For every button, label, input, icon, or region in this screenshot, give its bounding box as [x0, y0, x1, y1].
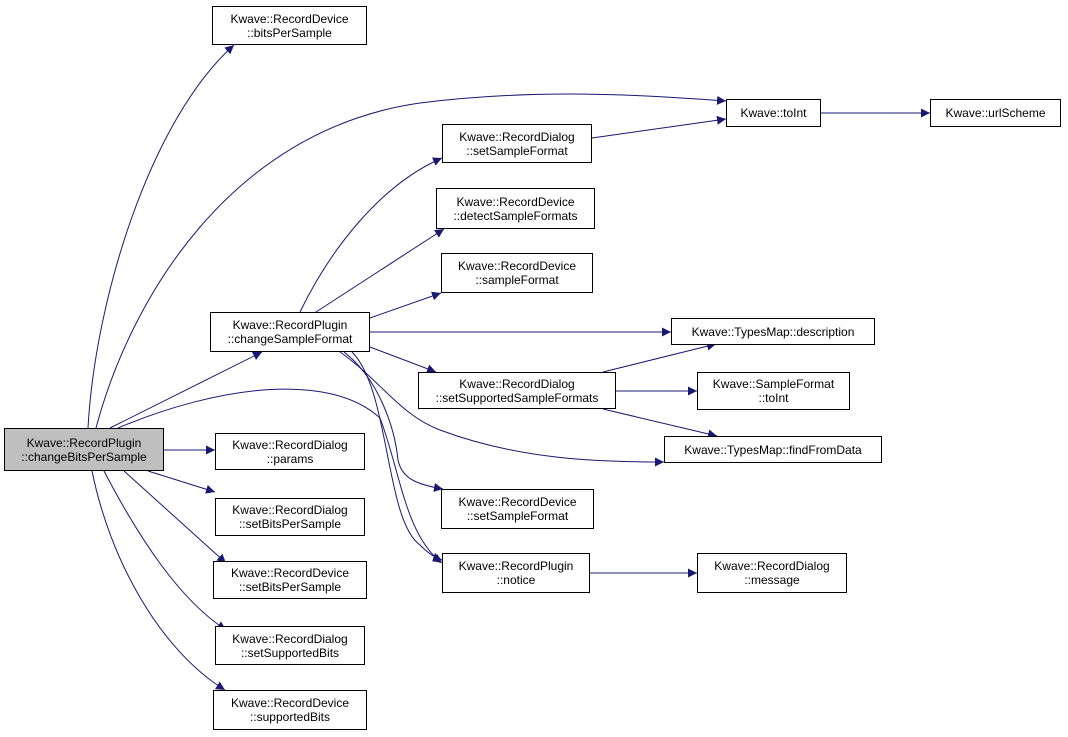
edge-rdlg-sssf-to-tm-desc: [602, 341, 717, 373]
node-urlscheme[interactable]: Kwave::urlScheme: [930, 99, 1061, 127]
node-label-line2: ::setSampleFormat: [466, 509, 569, 523]
node-label-line2: ::supportedBits: [249, 710, 331, 724]
node-rdlg-params[interactable]: Kwave::RecordDialog::params: [215, 433, 365, 470]
node-rd-bps[interactable]: Kwave::RecordDevice::bitsPerSample: [212, 6, 367, 45]
node-label-line2: ::params: [266, 451, 314, 466]
node-label-line2: ::changeBitsPerSample: [21, 449, 147, 464]
edge-root-to-rdlg-ssb: [103, 470, 227, 631]
node-rdlg-ssf[interactable]: Kwave::RecordDialog::setSampleFormat: [442, 124, 592, 163]
node-label-line2: ::notice: [496, 573, 536, 587]
edge-rp-csf-to-rd-sf: [369, 291, 442, 319]
edge-root-to-rd-sb: [91, 470, 226, 691]
node-rp-notice[interactable]: Kwave::RecordPlugin::notice: [442, 553, 590, 593]
edge-rp-csf-to-tm-ffd: [339, 351, 665, 467]
node-label-line2: ::setSupportedSampleFormats: [435, 390, 599, 405]
edge-rp-csf-to-rd-dsf: [315, 228, 445, 313]
node-rdlg-msg[interactable]: Kwave::RecordDialog::message: [697, 553, 847, 593]
edge-rdlg-sssf-to-tm-ffd: [602, 408, 718, 439]
node-label-line1: Kwave::RecordDialog: [714, 559, 830, 573]
node-label-line2: ::bitsPerSample: [247, 25, 332, 40]
edge-root-to-rd-sbps: [123, 470, 227, 564]
node-label-line2: ::setBitsPerSample: [238, 580, 342, 594]
node-rdlg-sbps[interactable]: Kwave::RecordDialog::setBitsPerSample: [215, 498, 365, 536]
edge-root-to-rdlg-sbps: [147, 470, 216, 494]
node-rd-sb[interactable]: Kwave::RecordDevice::supportedBits: [213, 690, 367, 730]
node-label-line1: Kwave::TypesMap::description: [691, 324, 855, 339]
node-label-line1: Kwave::RecordDevice: [458, 495, 577, 509]
node-label-line1: Kwave::RecordDevice: [230, 696, 350, 710]
node-label-line2: ::toInt: [758, 391, 789, 405]
node-label-line1: Kwave::TypesMap::findFromData: [684, 442, 862, 457]
edge-rp-csf-to-rdlg-ssf: [299, 157, 443, 313]
node-label-line1: Kwave::RecordPlugin: [26, 435, 142, 450]
edge-root-to-rp-notice: [117, 388, 443, 564]
node-rd-ssf[interactable]: Kwave::RecordDevice::setSampleFormat: [441, 489, 594, 529]
node-rd-sf[interactable]: Kwave::RecordDevice::sampleFormat: [441, 253, 593, 293]
node-label-line2: ::detectSampleFormats: [453, 208, 578, 223]
node-rp-csf[interactable]: Kwave::RecordPlugin::changeSampleFormat: [210, 312, 370, 352]
node-rd-dsf[interactable]: Kwave::RecordDevice::detectSampleFormats: [436, 188, 595, 229]
node-label-line1: Kwave::urlScheme: [945, 106, 1046, 120]
node-label-line1: Kwave::RecordDialog: [459, 376, 575, 391]
node-tm-ffd[interactable]: Kwave::TypesMap::findFromData: [664, 436, 882, 463]
node-rdlg-ssb[interactable]: Kwave::RecordDialog::setSupportedBits: [215, 626, 365, 665]
node-label-line2: ::message: [744, 573, 800, 587]
node-label-line2: ::setSampleFormat: [466, 143, 568, 158]
node-rd-sbps[interactable]: Kwave::RecordDevice::setBitsPerSample: [213, 561, 367, 599]
node-label-line1: Kwave::RecordPlugin: [232, 318, 348, 332]
node-label-line1: Kwave::RecordDialog: [232, 503, 348, 517]
node-label-line1: Kwave::SampleFormat: [712, 377, 835, 391]
node-label-line1: Kwave::RecordDialog: [232, 631, 348, 646]
edge-root-to-rp-csf: [109, 351, 263, 429]
node-label-line1: Kwave::RecordDialog: [232, 437, 348, 452]
edge-rdlg-ssf-to-toint: [591, 115, 727, 139]
node-label-line2: ::setBitsPerSample: [238, 517, 342, 531]
node-label-line1: Kwave::RecordDevice: [456, 194, 575, 209]
node-root[interactable]: Kwave::RecordPlugin::changeBitsPerSample: [4, 428, 164, 471]
node-sf-toint[interactable]: Kwave::SampleFormat::toInt: [697, 372, 850, 410]
node-label-line1: Kwave::RecordDevice: [457, 259, 577, 273]
node-label-line1: Kwave::toInt: [740, 106, 807, 120]
node-label-line1: Kwave::RecordPlugin: [458, 559, 574, 573]
edge-root-to-rd-bps: [87, 44, 235, 429]
node-label-line2: ::setSupportedBits: [240, 645, 340, 660]
node-label-line2: ::sampleFormat: [475, 273, 559, 287]
edge-rp-csf-to-rdlg-sssf: [369, 346, 437, 374]
node-label-line1: Kwave::RecordDialog: [459, 129, 575, 144]
node-tm-desc[interactable]: Kwave::TypesMap::description: [671, 318, 875, 345]
node-toint[interactable]: Kwave::toInt: [726, 99, 821, 127]
edge-rp-csf-to-rp-notice: [351, 351, 443, 562]
node-rdlg-sssf[interactable]: Kwave::RecordDialog::setSupportedSampleF…: [418, 372, 616, 409]
node-label-line2: ::changeSampleFormat: [227, 332, 353, 346]
edge-root-to-toint: [95, 93, 727, 429]
node-label-line1: Kwave::RecordDevice: [230, 11, 349, 26]
node-label-line1: Kwave::RecordDevice: [230, 566, 350, 580]
